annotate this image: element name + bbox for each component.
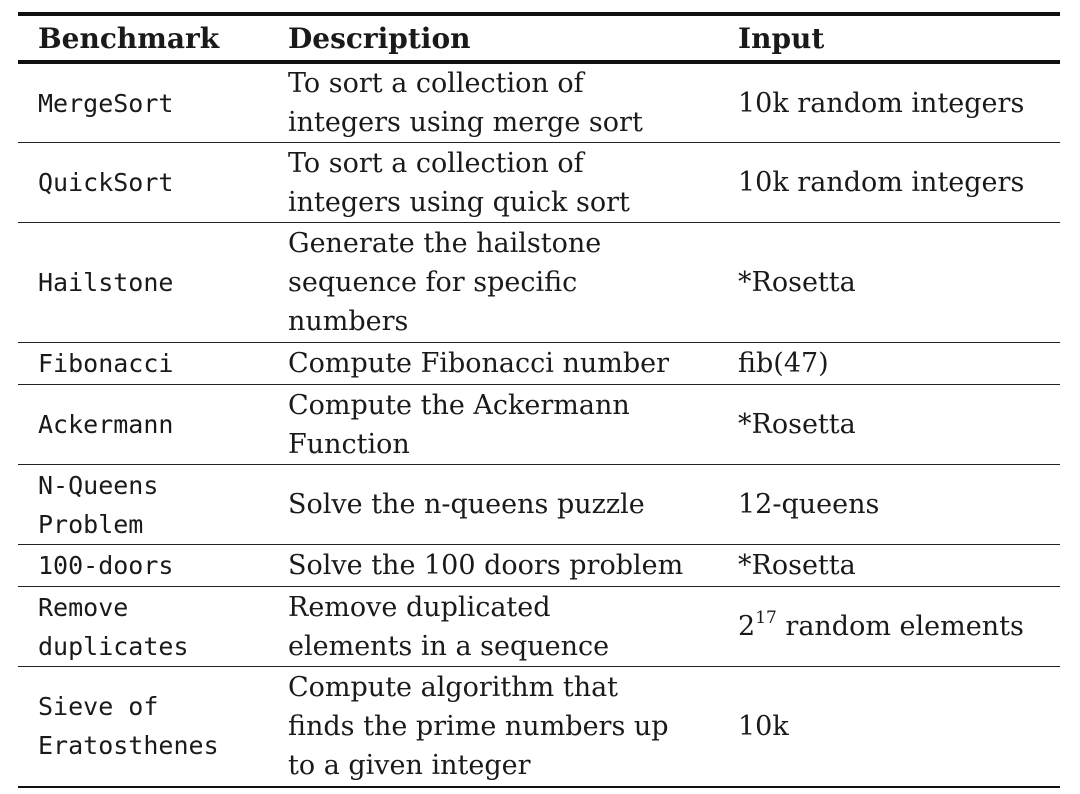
- description-cell: Solve the n-queens puzzle: [288, 489, 645, 520]
- input-rest: random elements: [776, 611, 1024, 642]
- input-cell: *Rosetta: [738, 550, 856, 581]
- benchmark-table: Benchmark Description Input MergeSort To…: [18, 12, 1060, 788]
- description-cell: Compute the Ackermann Function: [288, 389, 630, 460]
- input-cell: 10k random integers: [738, 167, 1025, 198]
- header-description: Description: [288, 21, 471, 55]
- description-cell: Remove duplicated elements in a sequence: [288, 591, 610, 662]
- description-cell: Compute algorithm that finds the prime n…: [288, 671, 669, 781]
- benchmark-cell: Ackermann: [38, 410, 174, 439]
- benchmark-cell: Hailstone: [38, 268, 174, 297]
- table-row: Hailstone Generate the hailstone sequenc…: [18, 223, 1060, 343]
- header-row: Benchmark Description Input: [18, 14, 1060, 62]
- benchmark-cell: Fibonacci: [38, 349, 174, 378]
- description-cell: Generate the hailstone sequence for spec…: [288, 228, 602, 337]
- benchmark-cell: MergeSort: [38, 88, 174, 118]
- benchmark-cell: N-Queens Problem: [38, 470, 159, 539]
- input-cell: fib(47): [738, 348, 829, 379]
- description-cell: To sort a collection of integers using m…: [288, 68, 643, 138]
- table-row: N-Queens Problem Solve the n-queens puzz…: [18, 465, 1060, 545]
- table-row: QuickSort To sort a collection of intege…: [18, 143, 1060, 223]
- benchmark-cell: Sieve of Eratosthenes: [38, 692, 219, 761]
- header-input: Input: [738, 21, 825, 55]
- table-row: 100-doors Solve the 100 doors problem *R…: [18, 545, 1060, 587]
- description-cell: Compute Fibonacci number: [288, 348, 670, 379]
- description-cell: To sort a collection of integers using q…: [288, 147, 630, 218]
- input-cell: 217 random elements: [718, 587, 1060, 667]
- benchmark-cell: QuickSort: [38, 168, 174, 197]
- table-row: Fibonacci Compute Fibonacci number fib(4…: [18, 343, 1060, 385]
- table-row: MergeSort To sort a collection of intege…: [18, 62, 1060, 143]
- benchmark-cell: Remove duplicates: [38, 592, 189, 661]
- input-cell: 12-queens: [738, 489, 880, 520]
- input-exponent: 17: [755, 608, 777, 628]
- benchmark-table-container: Benchmark Description Input MergeSort To…: [18, 12, 1060, 788]
- benchmark-cell: 100-doors: [38, 551, 174, 580]
- description-cell: Solve the 100 doors problem: [288, 550, 684, 581]
- input-cell: *Rosetta: [738, 409, 856, 440]
- input-cell: 10k random integers: [738, 87, 1025, 119]
- table-row: Ackermann Compute the Ackermann Function…: [18, 385, 1060, 465]
- input-cell: *Rosetta: [738, 267, 856, 298]
- table-row: Remove duplicates Remove duplicated elem…: [18, 587, 1060, 667]
- table-row: Sieve of Eratosthenes Compute algorithm …: [18, 667, 1060, 787]
- input-cell: 10k: [738, 710, 789, 742]
- header-benchmark: Benchmark: [38, 21, 220, 55]
- input-base: 2: [738, 611, 756, 642]
